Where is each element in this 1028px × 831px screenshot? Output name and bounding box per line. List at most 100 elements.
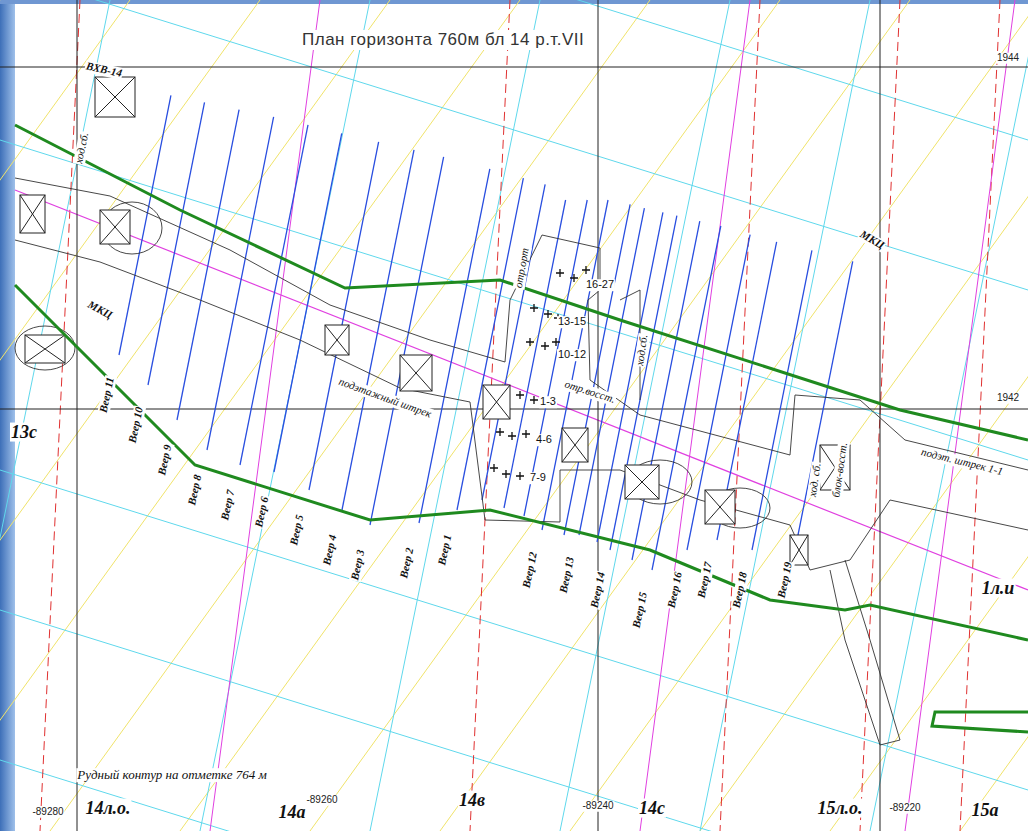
grid-coordinate: 1942 <box>996 393 1020 404</box>
hole-mark <box>530 304 538 312</box>
hole-mark <box>516 391 524 399</box>
grid-line <box>598 0 599 831</box>
cyan-line <box>0 610 1028 831</box>
fan-label: Веер 4 <box>321 533 339 568</box>
fan-label: Веер 14 <box>588 570 607 610</box>
grid-coordinate: -89220 <box>888 803 921 814</box>
raise-cross <box>483 385 510 419</box>
plan-title: План горизонта 760м бл 14 р.т.VII <box>300 30 586 50</box>
raise-symbol <box>790 535 808 565</box>
zone-label: МКЦ <box>857 228 887 252</box>
ore-contour-line <box>15 285 1028 640</box>
fan-line <box>482 184 545 500</box>
fan-label: Веер 15 <box>630 590 649 630</box>
note: Рудный контур на отметке 764 м <box>76 768 267 782</box>
fan-label: Веер 3 <box>349 548 367 583</box>
hole-numbers: 10-12 <box>557 349 587 361</box>
raise-symbol <box>400 355 432 391</box>
raise-box <box>20 195 45 233</box>
raise-symbol <box>562 428 588 462</box>
hole-mark <box>516 472 524 480</box>
raise-symbol <box>95 77 135 117</box>
hole-mark <box>582 266 590 274</box>
fan-label: Веер 19 <box>775 560 794 600</box>
raise-box <box>95 77 135 117</box>
fan-line <box>177 110 239 420</box>
fan-line <box>797 261 853 540</box>
hole-numbers: 13-15 <box>557 316 587 328</box>
fan-line <box>207 117 274 450</box>
cyan-line <box>0 0 1028 290</box>
fan-line <box>419 169 490 523</box>
raise-symbol <box>20 195 45 233</box>
fan-label: Веер 13 <box>557 555 576 595</box>
fan-label: Веер 7 <box>219 488 237 523</box>
fan-line <box>632 221 700 560</box>
working-outline <box>830 560 900 745</box>
ore-contour <box>15 125 1028 732</box>
yellow-line <box>570 0 1028 831</box>
grid-zone-label: 15л.о. <box>816 799 863 818</box>
hole-mark <box>552 338 560 346</box>
yellow-line <box>310 0 910 831</box>
frame-band <box>0 0 1028 4</box>
fan-line <box>564 204 630 535</box>
grid-line <box>0 67 1028 68</box>
fan-line <box>687 235 750 550</box>
raise-cross <box>705 490 735 524</box>
hole-mark <box>522 430 530 438</box>
yellow-line <box>50 0 650 831</box>
raise-symbol <box>625 465 659 499</box>
working-name: ход. сб. <box>807 461 823 498</box>
raise-box <box>483 385 510 419</box>
magenta-line <box>640 0 750 831</box>
hole-mark <box>541 342 549 350</box>
magenta-axis <box>15 190 1028 590</box>
cyan-line <box>370 0 540 831</box>
raise-cross <box>562 428 588 462</box>
yellow-line <box>960 0 1028 831</box>
raise-box <box>400 355 432 391</box>
raise-box <box>25 335 65 363</box>
working-name: подэт. штрек 1-1 <box>919 446 1005 478</box>
cyan-line <box>0 760 1028 831</box>
yellow-line <box>0 0 520 831</box>
raise-symbol <box>705 490 735 524</box>
fan-label: Веер 9 <box>156 443 174 478</box>
fan-line <box>597 212 663 542</box>
fan-label: Веер 8 <box>186 473 204 508</box>
grid-line <box>0 409 1028 410</box>
grid-zone-label: 15а <box>971 801 1000 820</box>
working-outline <box>15 240 1028 570</box>
hole-mark <box>496 428 504 436</box>
zone-label: МКЦ <box>85 298 115 321</box>
blast-fans <box>119 95 853 570</box>
raise-cross <box>400 355 432 391</box>
frame-band <box>0 0 15 831</box>
fan-line <box>240 125 308 465</box>
red-dashed-line <box>860 0 900 831</box>
blast-holes <box>490 266 590 480</box>
cyan-line <box>200 0 370 831</box>
grid-coordinate: -89240 <box>581 801 614 812</box>
grid-coordinate: 1944 <box>996 53 1020 64</box>
fan-label: Веер 2 <box>398 546 416 581</box>
cyan-line <box>0 0 1028 140</box>
ore-contour-line <box>15 125 1028 440</box>
hole-mark <box>570 274 578 282</box>
fan-label: Веер 12 <box>520 550 539 590</box>
cyan-line <box>700 0 870 831</box>
hole-mark <box>530 396 538 404</box>
hole-mark <box>490 464 498 472</box>
raise-box <box>705 490 735 524</box>
raise-cross <box>790 535 808 565</box>
fan-line <box>342 150 414 510</box>
red-dashed-line <box>960 0 1000 831</box>
grid-coordinate: -89280 <box>31 807 64 818</box>
hole-mark <box>544 310 552 318</box>
grid-coordinate: -89260 <box>305 795 338 806</box>
yellow-line <box>180 0 780 831</box>
yellow-line <box>440 0 1028 831</box>
